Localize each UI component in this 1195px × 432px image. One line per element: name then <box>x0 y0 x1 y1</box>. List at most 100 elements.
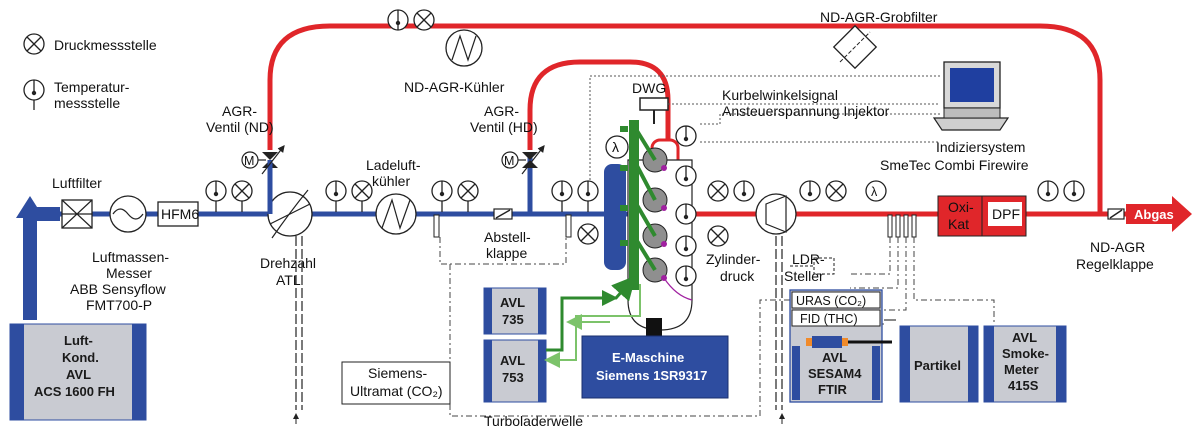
ldr-label-1: LDR- <box>792 251 825 267</box>
ansteuer-label: Ansteuerspannung Injektor <box>722 103 890 119</box>
agr-hd-motor-label: M <box>504 154 514 168</box>
ldr-steller <box>790 257 835 275</box>
fid-label: FID (THC) <box>800 312 858 326</box>
oxi-kat: Oxi- Kat <box>937 195 983 237</box>
sensor-temp-12 <box>799 180 821 202</box>
drehzahl-label-1: Drehzahl <box>260 255 316 271</box>
sensor-temp-2 <box>325 180 347 212</box>
luftmassen-label-4: FMT700-P <box>86 297 152 313</box>
sensor-temp-top <box>387 9 409 31</box>
indizier-label-2: SmeTec Combi Firewire <box>880 157 1029 173</box>
sesam-group: URAS (CO₂) FID (THC) AVL SESAM4 FTIR <box>789 289 896 403</box>
hfm6-label: HFM6 <box>161 206 199 222</box>
smoke-line-4: 415S <box>1008 378 1039 393</box>
sensor-pressure-2 <box>351 180 373 212</box>
sensor-temp-1 <box>205 180 227 212</box>
smoke-meter-box: AVL Smoke- Meter 415S <box>983 325 1067 403</box>
ldr-label-2: Steller <box>784 268 824 284</box>
nd-agr-kuehler-label: ND-AGR-Kühler <box>404 79 505 95</box>
nd-agr-grobfilter <box>832 24 878 70</box>
indizier-label-1: Indiziersystem <box>936 139 1025 155</box>
siemens-ultramat-line-1: Siemens- <box>368 365 427 381</box>
hfm6-box: HFM6 <box>157 201 199 227</box>
agr-nd-valve: M <box>241 145 285 214</box>
nd-agr-regel-label-2: Regelklappe <box>1076 256 1154 272</box>
abgas-label: Abgas <box>1134 207 1174 222</box>
luftmassen-label-2: Messer <box>106 265 152 281</box>
temperature-sensor-icon <box>23 79 45 110</box>
avl735-line-2: 735 <box>502 312 524 327</box>
sensor-temp-5 <box>577 180 599 212</box>
computer-icon <box>932 61 1010 131</box>
legend-temp-label-1: Temperatur- <box>54 79 130 95</box>
sensor-pressure-7 <box>825 180 847 202</box>
luftmassenmesser <box>109 195 147 233</box>
agr-hd-valve: M <box>501 145 545 175</box>
agr-hd-label-2: Ventil (HD) <box>470 119 538 135</box>
ladeluftkuehler <box>375 193 417 235</box>
partikel-box: Partikel <box>899 325 979 403</box>
agr-nd-motor-label: M <box>244 154 254 168</box>
lambda-label-2: λ <box>871 185 878 199</box>
avl753-line-2: 753 <box>502 370 524 385</box>
avl753-line-1: AVL <box>500 353 525 368</box>
ladeluft-label-1: Ladeluft- <box>366 157 421 173</box>
compressor <box>267 189 313 239</box>
sensor-temp-14 <box>1063 180 1085 202</box>
partikel-label: Partikel <box>914 358 961 373</box>
luft-kond-line-2: Kond. <box>62 350 99 365</box>
agr-hd-label-1: AGR- <box>484 103 519 119</box>
avl735-box: AVL 735 <box>483 287 547 335</box>
e-maschine-line-2: Siemens 1SR9317 <box>596 368 707 383</box>
agr-nd-label-1: AGR- <box>222 103 257 119</box>
luftfilter-label: Luftfilter <box>52 175 102 191</box>
abstell-label-2: klappe <box>486 245 527 261</box>
drehzahl-label-2: ATL <box>276 272 301 288</box>
legend-temp-label-2: messstelle <box>54 95 120 111</box>
smoke-line-1: AVL <box>1012 330 1037 345</box>
uras-label: URAS (CO₂) <box>796 294 866 308</box>
sesam-line-1: AVL <box>822 350 847 365</box>
turbolader-label: Turboladerwelle <box>484 413 583 429</box>
turbolader-welle <box>293 236 785 424</box>
sensor-pressure-top <box>413 9 435 31</box>
sensor-temp-10 <box>675 265 697 287</box>
fuel-lines <box>544 275 641 368</box>
luft-kond-line-3: AVL <box>66 367 91 382</box>
turbine <box>755 193 797 235</box>
dwg-label: DWG <box>632 80 666 96</box>
probe-taps <box>887 214 917 238</box>
legend-druck-label: Druckmessstelle <box>54 37 157 53</box>
pressure-sensor-icon <box>23 33 45 55</box>
luft-kond-line-4: ACS 1600 FH <box>34 384 115 399</box>
luft-kond-line-1: Luft- <box>64 333 93 348</box>
luftmassen-label-3: ABB Sensyflow <box>70 281 167 297</box>
sensor-temp-13 <box>1037 180 1059 202</box>
sensor-temp-6 <box>675 125 697 147</box>
legend: Druckmessstelle Temperatur- messstelle <box>23 33 157 111</box>
zylinder-label-2: druck <box>720 268 755 284</box>
luft-kond-box: Luft- Kond. AVL ACS 1600 FH <box>9 323 147 421</box>
sensor-temp-7 <box>675 165 697 187</box>
sensor-pressure-1 <box>231 180 253 212</box>
nd-agr-regelklappe <box>1107 208 1125 220</box>
oxi-label-2: Kat <box>948 216 969 232</box>
smoke-line-2: Smoke- <box>1002 346 1049 361</box>
sensor-pressure-6 <box>707 225 729 247</box>
sesam-line-3: FTIR <box>818 382 847 397</box>
abstellklappe <box>493 208 513 220</box>
sensor-temp-11 <box>733 180 755 202</box>
sensor-pressure-3 <box>457 180 479 212</box>
lambda-sensor: λ <box>605 135 629 159</box>
lambda-sensor-2: λ <box>865 180 887 202</box>
zylinder-label-1: Zylinder- <box>706 251 761 267</box>
engine <box>604 120 693 372</box>
avl735-line-1: AVL <box>500 295 525 310</box>
ladeluft-label-2: kühler <box>372 173 410 189</box>
sensor-pressure-4 <box>577 223 599 245</box>
kurbel-label: Kurbelwinkelsignal <box>722 87 838 103</box>
e-maschine-line-1: E-Maschine <box>612 350 684 365</box>
luftfilter <box>61 199 93 229</box>
abgas-arrow: Abgas <box>1126 196 1192 232</box>
